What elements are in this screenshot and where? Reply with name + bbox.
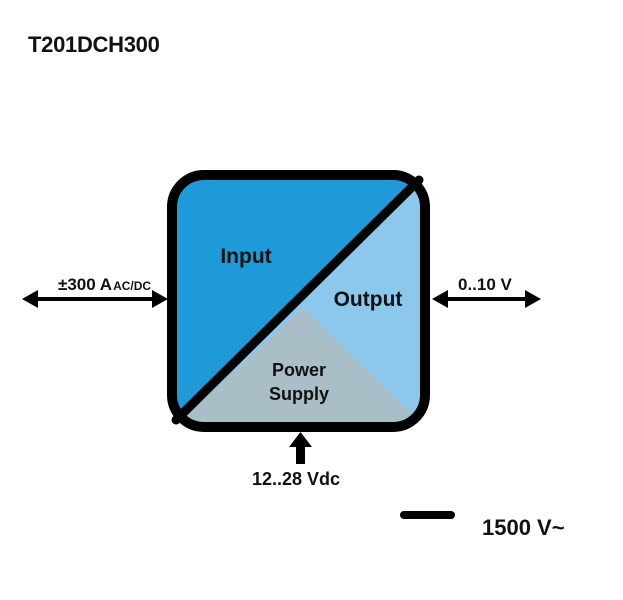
power-label-line2: Supply <box>269 384 329 404</box>
power-supply-region <box>172 308 425 427</box>
input-signal-main: ±300 A <box>58 275 112 294</box>
product-title: T201DCH300 <box>28 32 160 57</box>
input-label: Input <box>220 245 271 268</box>
input-arrow-icon <box>22 290 168 308</box>
isolation-voltage-label: 1500 V~ <box>482 515 565 540</box>
diagonal-divider <box>171 175 424 425</box>
input-signal-label: ±300 AAC/DC <box>58 275 151 294</box>
power-label-line1: Power <box>272 360 326 380</box>
supply-signal-label: 12..28 Vdc <box>252 469 340 489</box>
output-label: Output <box>334 288 403 311</box>
input-signal-sub: AC/DC <box>113 279 151 293</box>
output-signal-label: 0..10 V <box>458 275 513 294</box>
module-outline <box>167 170 430 432</box>
supply-arrow-icon <box>289 432 312 464</box>
output-arrow-icon <box>432 290 541 308</box>
